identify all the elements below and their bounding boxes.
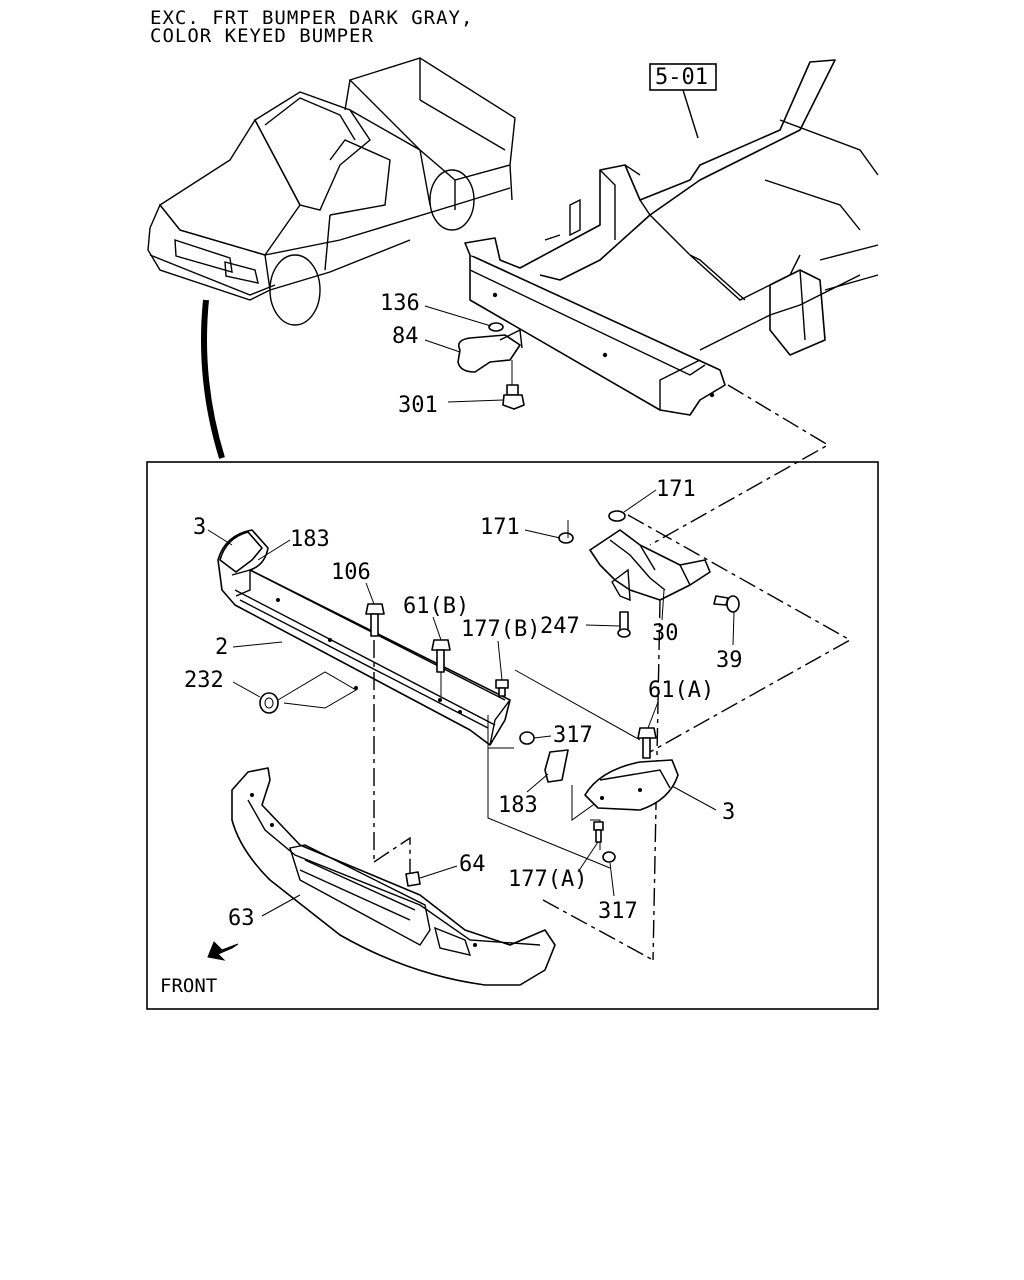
bumper-end-cap-3-left (219, 531, 263, 573)
front-arrow-icon (207, 941, 239, 961)
reference-label: 5-01 (655, 65, 708, 90)
leader-232 (277, 671, 357, 709)
bolt-61b (431, 639, 451, 673)
bolt-247 (617, 611, 631, 638)
leader-bracket-cap (627, 514, 852, 753)
title-line-2: COLOR KEYED BUMPER (150, 25, 374, 47)
callout-39: 39 (716, 648, 743, 673)
callout-30: 30 (652, 621, 679, 646)
washer-136 (488, 322, 504, 332)
callout-247: 247 (540, 614, 580, 639)
title-line-1: EXC. FRT BUMPER DARK GRAY, (150, 7, 473, 29)
bolt-39 (713, 595, 740, 613)
callout-177a: 177(A) (508, 867, 587, 892)
callout-171-lower: 171 (480, 515, 520, 540)
nut-232 (259, 692, 279, 714)
callout-232: 232 (184, 668, 224, 693)
callout-64: 64 (459, 852, 486, 877)
clip-183-lower (544, 749, 569, 783)
truck-illustration (147, 57, 516, 326)
callout-183-lower: 183 (498, 793, 538, 818)
callout-106: 106 (331, 560, 371, 585)
callout-61a: 61(A) (648, 678, 714, 703)
callout-84: 84 (392, 324, 419, 349)
callout-317-lower: 317 (598, 899, 638, 924)
leader-chassis-bracket (649, 384, 830, 546)
chassis-frame (464, 59, 879, 416)
bumper-reinforcement-2 (217, 529, 511, 746)
nut-64 (405, 871, 421, 887)
bolt-106 (365, 603, 385, 637)
callout-136: 136 (380, 291, 420, 316)
zoom-indicator-line (201, 299, 225, 459)
callout-3-right: 3 (722, 800, 735, 825)
callout-177b: 177(B) (461, 617, 540, 642)
callout-63: 63 (228, 906, 255, 931)
bolt-61a (637, 727, 657, 759)
callout-2: 2 (215, 635, 228, 660)
callout-171-upper: 171 (656, 477, 696, 502)
callout-317-upper: 317 (553, 723, 593, 748)
bolt-301 (502, 384, 525, 410)
leader-fascia-right (542, 899, 654, 961)
callout-183-upper: 183 (290, 527, 330, 552)
tow-hook-84 (457, 328, 523, 373)
bolt-177b (495, 679, 509, 697)
callout-61b: 61(B) (403, 594, 469, 619)
detail-box (146, 461, 879, 1010)
nut-171-lower (558, 532, 574, 544)
callout-301: 301 (398, 393, 438, 418)
bumper-fascia-63 (231, 767, 556, 986)
nut-171-upper (608, 510, 626, 522)
reference-box: 5-01 (649, 63, 717, 139)
front-label: FRONT (160, 975, 217, 997)
bolt-177a (593, 821, 604, 843)
nut-317-upper (519, 731, 535, 745)
leader-106-64 (373, 836, 411, 880)
nut-317-lower (602, 851, 616, 863)
bumper-end-cap-3-right (584, 759, 679, 811)
bumper-bracket-30 (589, 529, 711, 602)
callout-3-left: 3 (193, 515, 206, 540)
